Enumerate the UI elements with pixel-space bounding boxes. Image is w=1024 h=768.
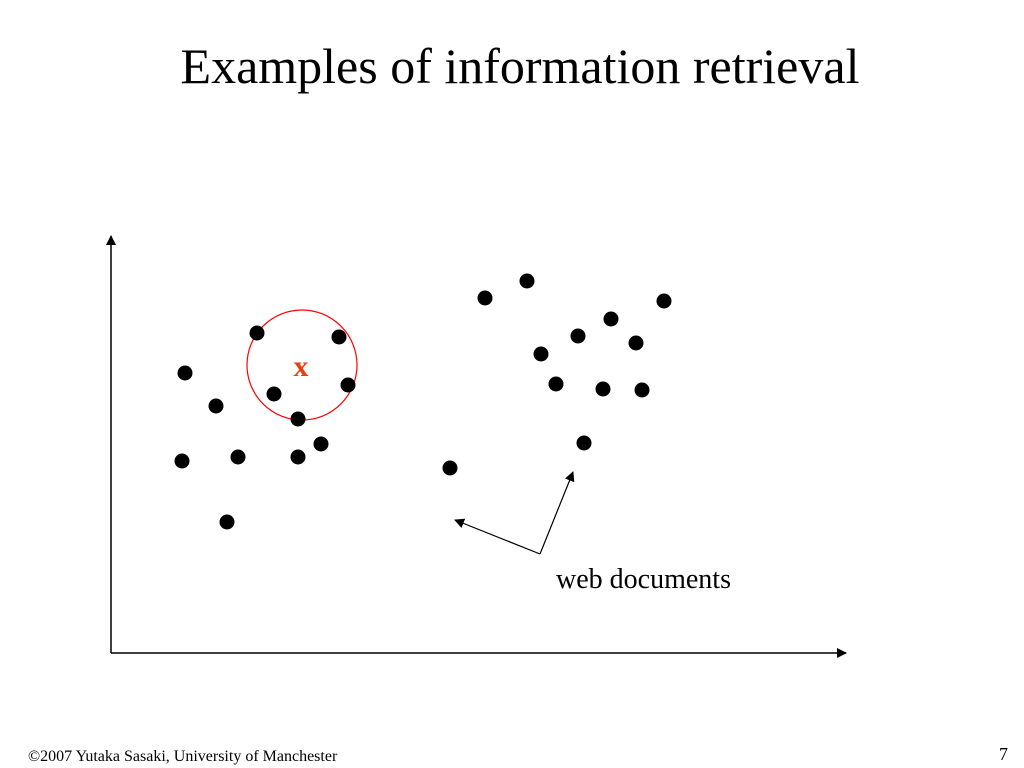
document-point (603, 311, 619, 327)
document-points (174, 273, 672, 530)
document-point (548, 376, 564, 392)
document-point (290, 411, 306, 427)
document-point (533, 346, 549, 362)
document-point (249, 325, 265, 341)
document-point (219, 514, 235, 530)
document-point (313, 436, 329, 452)
document-point (570, 328, 586, 344)
document-point (177, 365, 193, 381)
document-point (595, 381, 611, 397)
document-point (340, 377, 356, 393)
document-point (266, 386, 282, 402)
document-point (290, 449, 306, 465)
document-point (656, 293, 672, 309)
document-point (634, 382, 650, 398)
document-point (576, 435, 592, 451)
document-point (519, 273, 535, 289)
slide-footer: ©2007 Yutaka Sasaki, University of Manch… (28, 748, 338, 765)
document-point (174, 453, 190, 469)
document-point (331, 329, 347, 345)
document-point (208, 398, 224, 414)
page-number: 7 (999, 744, 1008, 764)
annotation-connector (539, 471, 575, 555)
document-point (477, 290, 493, 306)
slide-title: Examples of information retrieval (180, 38, 860, 94)
document-point (442, 460, 458, 476)
document-point (230, 449, 246, 465)
annotation-label: web documents (556, 564, 731, 595)
annotation-arrow-left (454, 518, 541, 555)
query-marker: x (294, 350, 309, 383)
document-point (628, 335, 644, 351)
